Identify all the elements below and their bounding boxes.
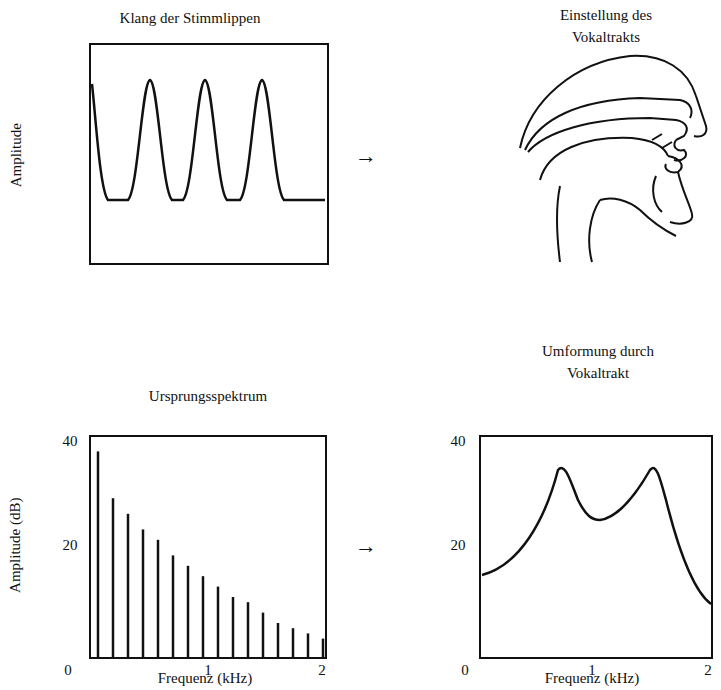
harmonic-line [307,633,310,658]
panel-title: Ursprungsspektrum [149,385,267,408]
harmonic-line [157,540,160,658]
axis-label: Amplitude (dB) [5,497,28,592]
tick-label: 40 [63,430,78,453]
harmonic-line [112,498,115,658]
harmonic-line [322,639,325,658]
harmonic-line [232,597,235,658]
harmonic-line [262,613,265,658]
arrow-symbol: → [355,139,377,172]
tick-label: 0 [64,659,72,682]
spectrum-frame [90,436,326,658]
harmonic-line [277,623,280,658]
panel-title: Klang der Stimmlippen [120,7,261,30]
harmonic-line [127,514,130,658]
harmonic-line [217,587,220,658]
arrow-symbol: → [355,529,377,562]
panel-title: Umformung durch Vokaltrakt [536,340,661,385]
filter-frame [480,436,712,658]
tick-label: 40 [451,430,466,453]
harmonic-line [187,566,190,658]
tick-label: 2 [318,659,326,682]
glottal-waveform [92,80,325,200]
panel-title: Einstellung des Vokaltrakts [550,4,662,49]
waveform-frame [90,44,328,264]
vocal-tract-sketch [520,56,706,262]
axis-label: Amplitude [5,123,28,187]
harmonic-line [247,602,250,658]
axis-label: Frequenz (kHz) [158,667,253,690]
tick-label: 20 [63,534,78,557]
tick-label: 20 [451,534,466,557]
tick-label: 2 [704,659,712,682]
harmonic-line [202,576,205,658]
harmonic-line [142,529,145,658]
axis-label: Frequenz (kHz) [545,667,640,690]
harmonic-line [97,451,100,658]
formant-curve [482,468,711,604]
harmonic-line [292,628,295,658]
harmonic-lines [98,451,323,658]
harmonic-line [172,555,175,658]
tick-label: 0 [461,659,469,682]
